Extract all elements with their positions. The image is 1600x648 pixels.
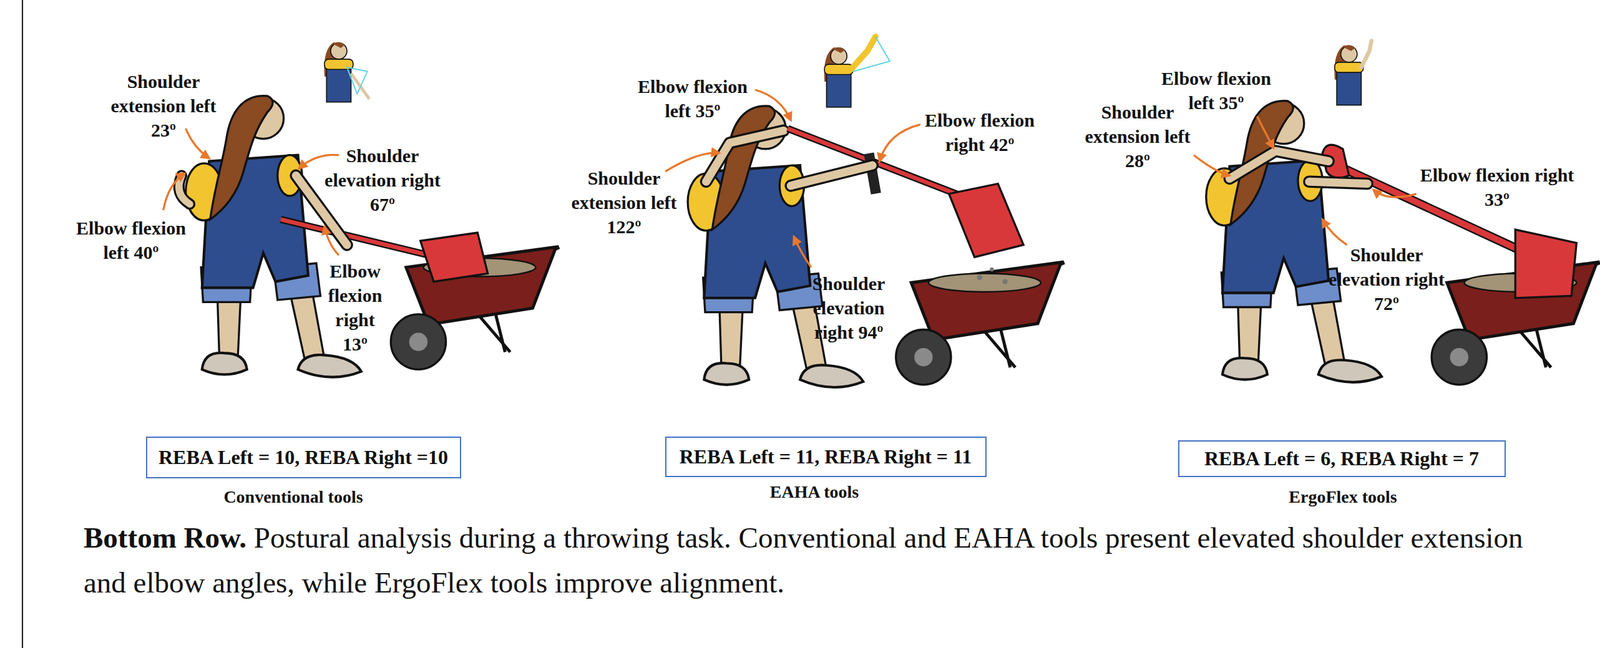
mini-figure bbox=[1334, 44, 1363, 106]
illustration-part bbox=[280, 219, 429, 256]
illustration-part bbox=[420, 232, 488, 283]
illustration-part bbox=[346, 67, 368, 95]
illustration-part bbox=[755, 89, 791, 121]
score-box: REBA Left = 10, REBA Right =10 bbox=[146, 436, 462, 479]
panel-label: EAHA tools bbox=[770, 481, 859, 503]
illustration-part bbox=[863, 152, 881, 195]
caption-block: Bottom Row.Postural analysis during a th… bbox=[83, 515, 1563, 606]
wheelbarrow bbox=[896, 262, 1065, 386]
angle-label: Shoulder elevation right 67º bbox=[318, 143, 447, 217]
angle-label: Shoulder extension left 23º bbox=[104, 69, 223, 143]
score-text: REBA Left = 6, REBA Right = 7 bbox=[1204, 446, 1479, 471]
illustration-part bbox=[1002, 279, 1008, 285]
score-text: REBA Left = 11, REBA Right = 11 bbox=[679, 444, 973, 469]
score-box: REBA Left = 6, REBA Right = 7 bbox=[1178, 440, 1506, 478]
illustration-part bbox=[1309, 181, 1368, 184]
illustration-part bbox=[298, 154, 339, 169]
page-border bbox=[21, 0, 24, 648]
illustration-part bbox=[853, 36, 890, 72]
illustration-part bbox=[665, 152, 720, 172]
illustration-part bbox=[790, 165, 873, 186]
panel-label: ErgoFlex tools bbox=[1288, 486, 1397, 508]
illustration-part bbox=[1193, 155, 1230, 176]
illustration-part bbox=[793, 237, 812, 268]
caption-text: Postural analysis during a throwing task… bbox=[83, 521, 1524, 600]
leader-arrows bbox=[163, 89, 1417, 268]
illustration-part bbox=[787, 128, 970, 200]
illustration-part bbox=[1229, 151, 1329, 179]
illustration-part bbox=[324, 226, 339, 256]
illustration-part bbox=[706, 130, 784, 182]
illustration-part bbox=[989, 267, 995, 273]
illustration-part bbox=[163, 173, 185, 211]
illustration-part bbox=[1309, 181, 1368, 184]
angle-label: Shoulder elevation right 94º bbox=[809, 271, 888, 345]
illustration-part bbox=[280, 219, 429, 256]
illustration-part bbox=[1229, 151, 1329, 179]
illustration-part bbox=[790, 165, 873, 186]
angle-label: Elbow flexion left 35º bbox=[1156, 66, 1276, 115]
illustration-part bbox=[879, 124, 921, 162]
mini-figure bbox=[824, 46, 854, 108]
illustration-part bbox=[977, 275, 983, 281]
illustration-part bbox=[851, 36, 876, 70]
angle-label: Shoulder extension left 122º bbox=[564, 165, 684, 240]
angle-label: Elbow flexion right 33º bbox=[1415, 162, 1579, 212]
illustration-part bbox=[179, 175, 190, 205]
illustration-part bbox=[1322, 219, 1347, 246]
illustration-part bbox=[706, 130, 784, 182]
illustration-part bbox=[185, 128, 210, 158]
angle-label: Elbow flexion left 35º bbox=[633, 74, 752, 123]
angle-label: Shoulder extension left 28º bbox=[1078, 99, 1197, 173]
illustration-part bbox=[179, 175, 190, 205]
score-text: REBA Left = 10, REBA Right =10 bbox=[158, 445, 449, 470]
illustration-part bbox=[1515, 229, 1577, 299]
score-box: REBA Left = 11, REBA Right = 11 bbox=[665, 436, 987, 478]
illustration-part bbox=[949, 184, 1024, 258]
panel-label: Conventional tools bbox=[223, 486, 363, 508]
girl-figure bbox=[1206, 101, 1382, 383]
illustration-part bbox=[1373, 189, 1417, 198]
angle-label: Shoulder elevation right 72º bbox=[1322, 242, 1451, 316]
illustration-part bbox=[1257, 116, 1274, 149]
caption-heading: Bottom Row. bbox=[83, 521, 247, 555]
illustration-part bbox=[787, 128, 970, 200]
illustration-part bbox=[1360, 40, 1371, 68]
girl-figure bbox=[185, 96, 362, 378]
angle-label: Elbow flexion left 40º bbox=[71, 215, 191, 265]
angle-label: Elbow flexion right 42º bbox=[920, 107, 1040, 157]
angle-label: Elbow flexion right 13º bbox=[323, 258, 387, 357]
